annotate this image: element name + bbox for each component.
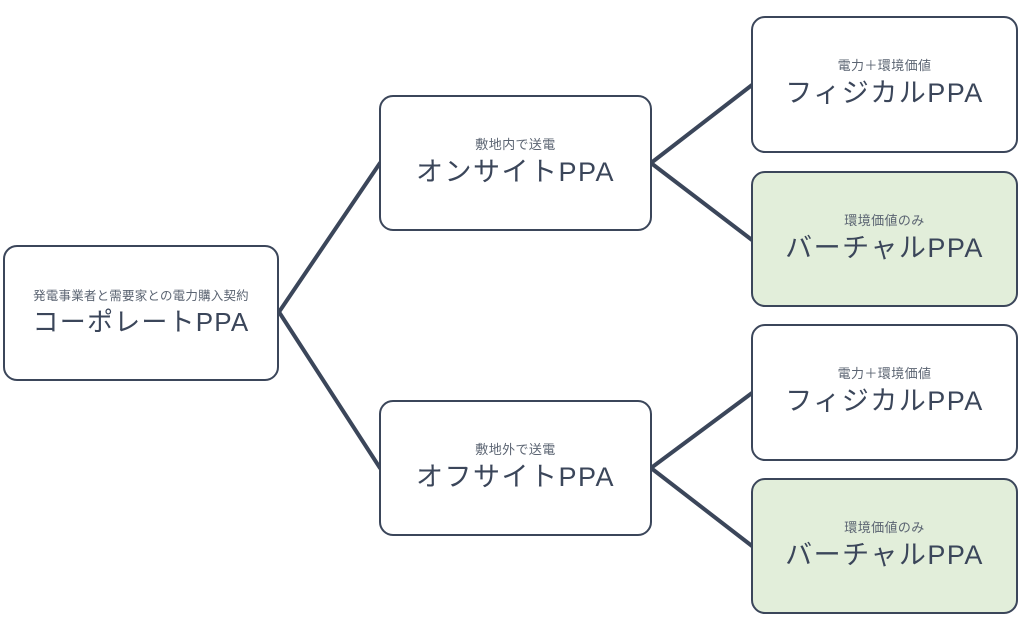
node-title: オンサイトPPA xyxy=(415,156,616,187)
node-offsite-physical-ppa[interactable]: 電力＋環境価値 フィジカルPPA xyxy=(751,324,1018,461)
connector-root-to-offsite xyxy=(277,310,382,470)
node-caption: 環境価値のみ xyxy=(844,212,925,228)
node-offsite-virtual-ppa[interactable]: 環境価値のみ バーチャルPPA xyxy=(751,478,1018,614)
node-caption: 敷地内で送電 xyxy=(475,136,556,152)
node-title: コーポレートPPA xyxy=(32,306,250,337)
node-title: バーチャルPPA xyxy=(785,539,984,570)
node-onsite-virtual-ppa[interactable]: 環境価値のみ バーチャルPPA xyxy=(751,171,1018,307)
node-caption: 環境価値のみ xyxy=(844,519,925,535)
node-title: フィジカルPPA xyxy=(785,78,984,109)
connector-offsite-to-virtual xyxy=(649,466,754,548)
node-caption: 電力＋環境価値 xyxy=(837,366,932,382)
node-onsite-ppa[interactable]: 敷地内で送電 オンサイトPPA xyxy=(379,95,652,231)
connector-offsite-to-physical xyxy=(649,391,754,470)
node-title: フィジカルPPA xyxy=(785,386,984,417)
node-title: バーチャルPPA xyxy=(785,232,984,263)
node-corporate-ppa[interactable]: 発電事業者と需要家との電力購入契約 コーポレートPPA xyxy=(3,245,279,381)
node-onsite-physical-ppa[interactable]: 電力＋環境価値 フィジカルPPA xyxy=(751,16,1018,153)
connector-onsite-to-virtual xyxy=(649,161,754,242)
node-caption: 発電事業者と需要家との電力購入契約 xyxy=(33,288,249,303)
node-caption: 敷地外で送電 xyxy=(475,441,556,457)
connector-onsite-to-physical xyxy=(649,83,754,165)
connector-root-to-onsite xyxy=(277,161,382,314)
node-offsite-ppa[interactable]: 敷地外で送電 オフサイトPPA xyxy=(379,400,652,536)
node-caption: 電力＋環境価値 xyxy=(837,58,932,74)
node-title: オフサイトPPA xyxy=(415,461,616,492)
